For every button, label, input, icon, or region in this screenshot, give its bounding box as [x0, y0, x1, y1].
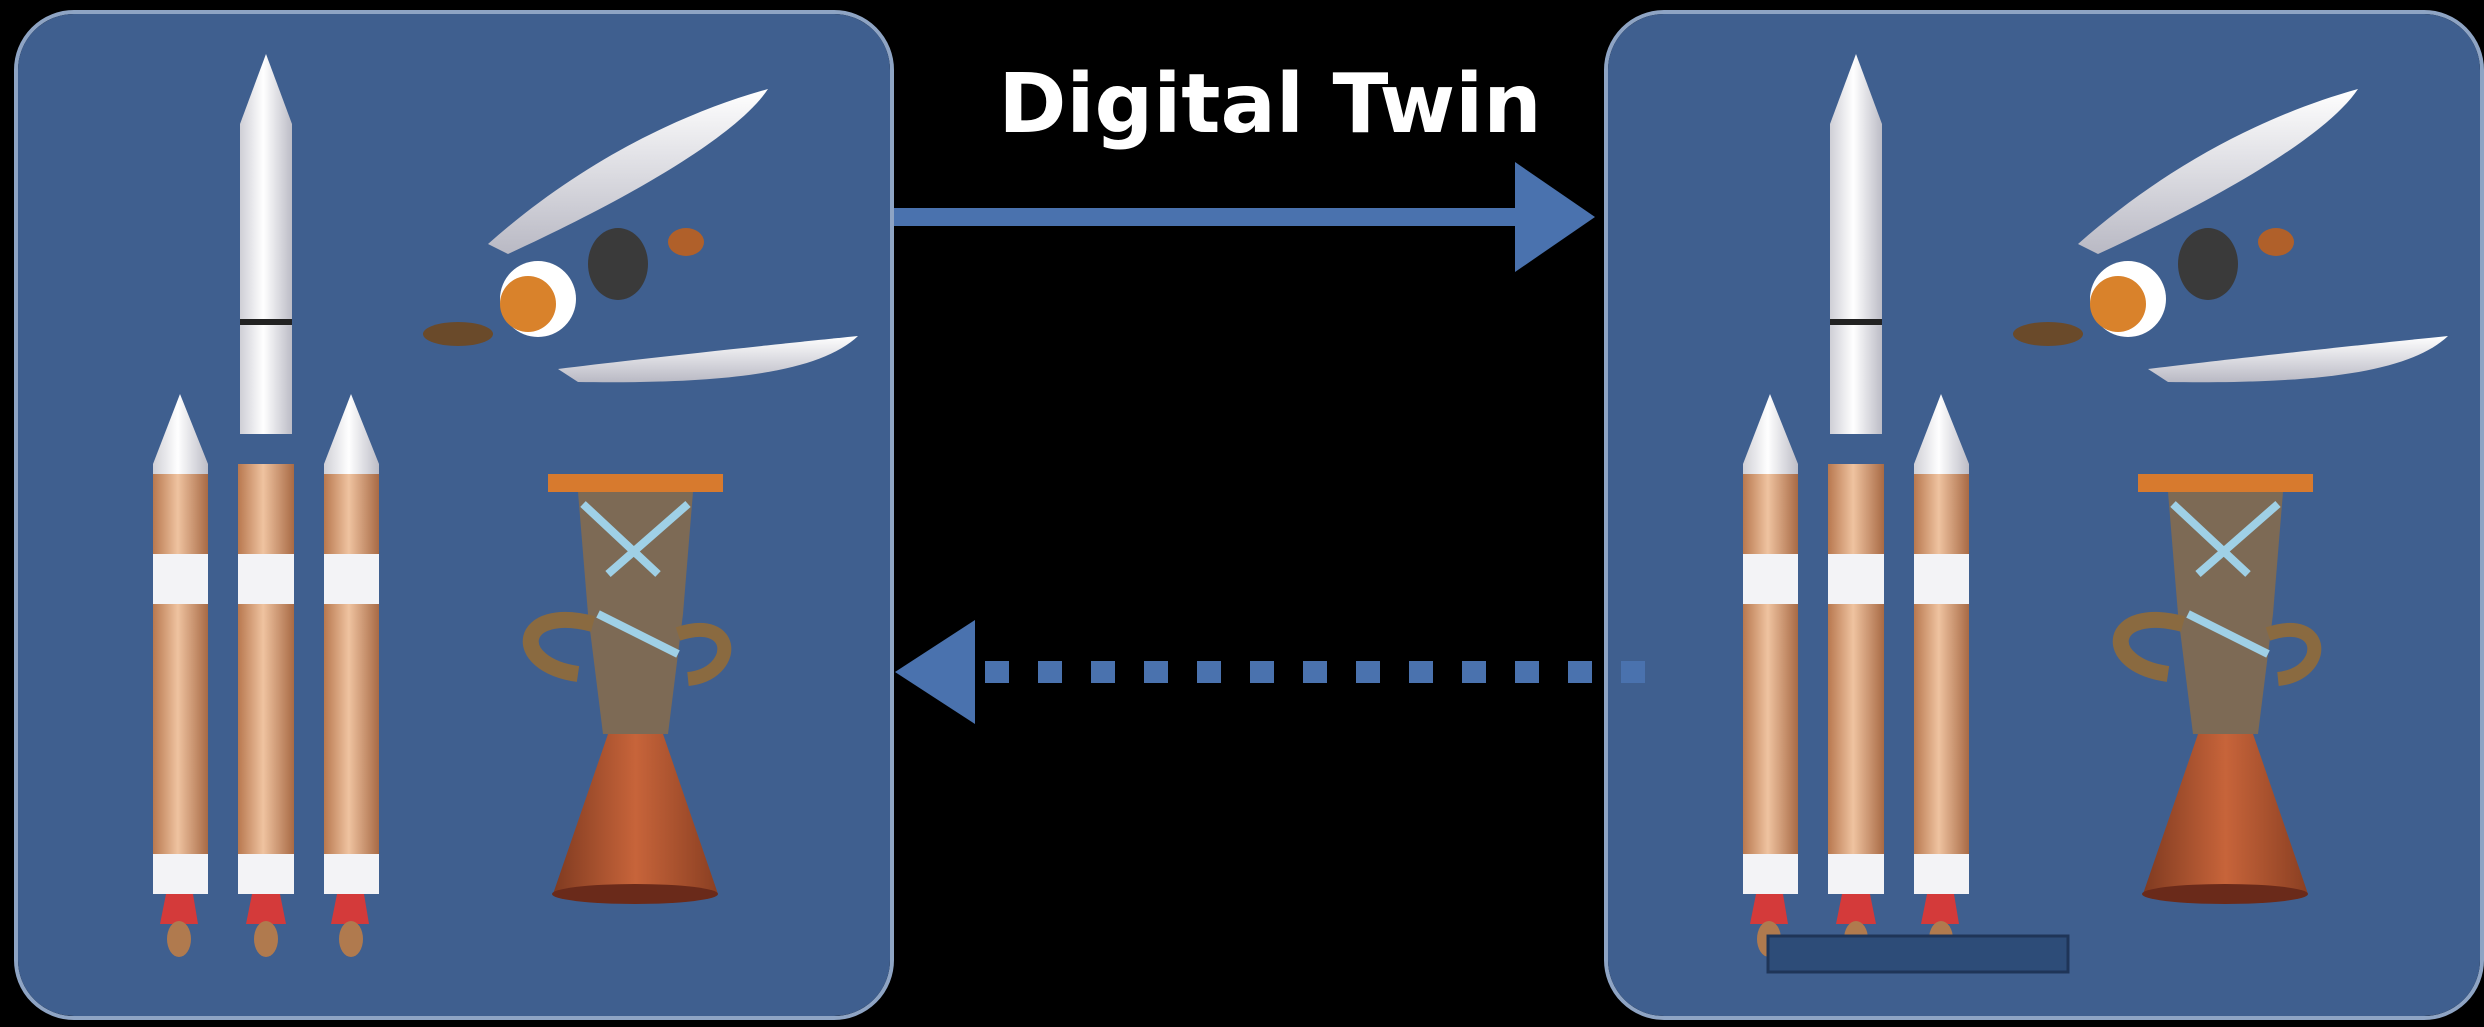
- physical-asset-artwork: [18, 14, 890, 1016]
- arrow-dash: [1303, 661, 1327, 683]
- arrow-dash: [1621, 661, 1645, 683]
- arrow-dash: [1250, 661, 1274, 683]
- arrow-head-right: [1515, 162, 1595, 272]
- arrow-dash: [1356, 661, 1380, 683]
- arrow-dash: [1568, 661, 1592, 683]
- diagram-title: Digital Twin: [998, 57, 1542, 152]
- digital-twin-panel: [1604, 10, 2484, 1020]
- arrow-shaft: [894, 208, 1520, 226]
- arrow-dash: [1515, 661, 1539, 683]
- physical-to-digital-arrow: [894, 162, 1595, 272]
- arrow-dash: [1091, 661, 1115, 683]
- digital-twin-artwork: [1608, 14, 2480, 1016]
- digital-to-physical-arrow: [895, 620, 1645, 724]
- physical-asset-panel: [14, 10, 894, 1020]
- dashed-shaft: [985, 661, 1645, 683]
- arrow-dash: [1144, 661, 1168, 683]
- overlay-bar: [1766, 934, 2070, 974]
- arrow-dash: [1197, 661, 1221, 683]
- arrow-dash: [1409, 661, 1433, 683]
- arrow-head-left: [895, 620, 975, 724]
- arrow-dash: [985, 661, 1009, 683]
- arrow-dash: [1462, 661, 1486, 683]
- arrow-dash: [1038, 661, 1062, 683]
